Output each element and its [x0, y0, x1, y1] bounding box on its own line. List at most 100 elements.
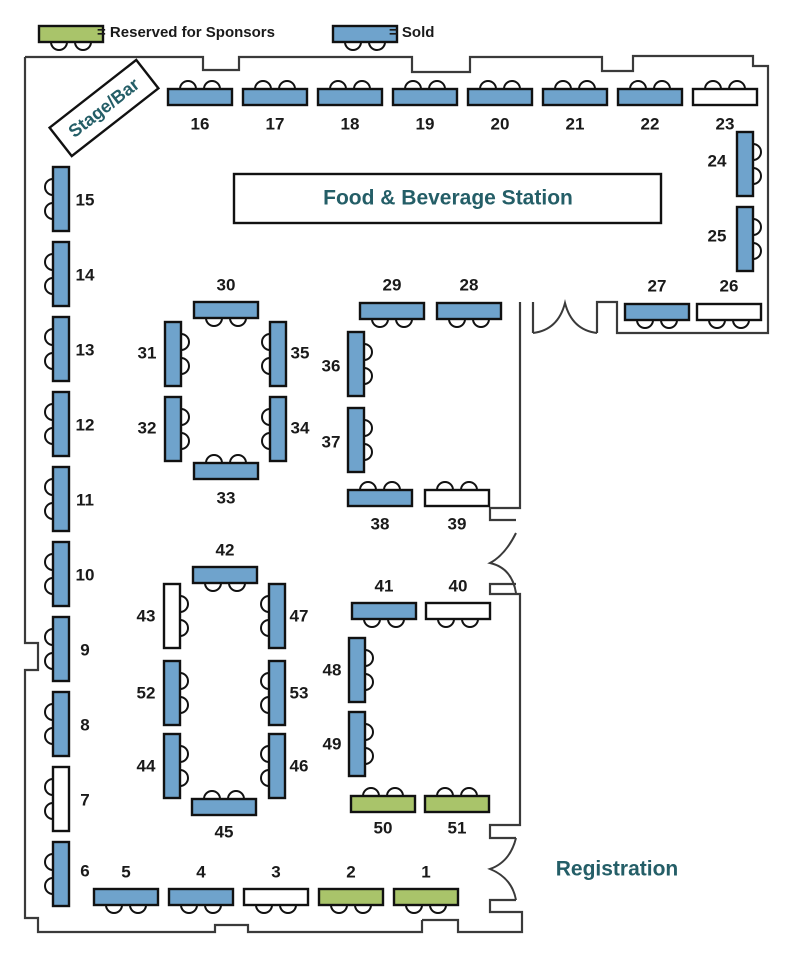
table-33[interactable]: 33	[192, 454, 260, 507]
table-number: 49	[323, 734, 342, 753]
chair-icon	[363, 342, 373, 362]
table-48[interactable]: 48	[323, 636, 374, 704]
food-beverage-station: Food & Beverage Station	[232, 172, 663, 225]
table-2[interactable]: 2	[317, 862, 385, 914]
table-50[interactable]: 50	[349, 787, 417, 837]
table-1[interactable]: 1	[392, 862, 460, 914]
chair-icon	[363, 366, 373, 386]
table-4[interactable]: 4	[167, 862, 235, 914]
table-26[interactable]: 26	[695, 276, 763, 329]
table-number: 48	[323, 660, 342, 679]
table-29[interactable]: 29	[358, 275, 426, 328]
table-number: 47	[290, 606, 309, 625]
chair-icon	[385, 787, 405, 797]
table-number: 14	[76, 265, 95, 284]
table-top	[346, 406, 366, 474]
chair-icon	[228, 317, 248, 327]
table-top	[241, 87, 309, 107]
table-15[interactable]: 15	[44, 165, 95, 233]
table-53[interactable]: 53	[260, 659, 309, 727]
table-top	[190, 797, 258, 817]
table-34[interactable]: 34	[261, 395, 310, 463]
table-51[interactable]: 51	[423, 787, 491, 837]
table-32[interactable]: 32	[138, 395, 190, 463]
table-top	[347, 636, 367, 704]
table-28[interactable]: 28	[435, 275, 503, 328]
table-38[interactable]: 38	[346, 481, 414, 533]
table-20[interactable]: 20	[466, 80, 534, 133]
table-top	[616, 87, 684, 107]
chair-icon	[104, 904, 124, 914]
table-27[interactable]: 27	[623, 276, 691, 329]
table-13[interactable]: 13	[44, 315, 94, 383]
table-47[interactable]: 47	[260, 582, 309, 650]
table-36[interactable]: 36	[322, 330, 373, 398]
table-6[interactable]: 6	[44, 840, 90, 908]
chair-icon	[435, 787, 455, 797]
chair-icon	[261, 407, 271, 427]
legend-swatch-sponsor	[37, 24, 105, 51]
table-number: 52	[137, 683, 156, 702]
table-top	[435, 301, 503, 321]
table-24[interactable]: 24	[708, 130, 762, 198]
table-top	[51, 315, 71, 383]
chair-icon	[459, 787, 479, 797]
chair-icon	[752, 142, 762, 162]
table-42[interactable]: 42	[191, 540, 259, 592]
table-14[interactable]: 14	[44, 240, 95, 308]
door-middle	[487, 532, 517, 594]
table-16[interactable]: 16	[166, 80, 234, 133]
table-3[interactable]: 3	[242, 862, 310, 914]
table-5[interactable]: 5	[92, 862, 160, 914]
chair-icon	[44, 627, 54, 647]
table-number: 15	[76, 190, 95, 209]
chair-icon	[44, 252, 54, 272]
table-top	[51, 540, 71, 608]
table-top	[51, 465, 71, 533]
table-41[interactable]: 41	[350, 576, 418, 628]
table-number: 31	[138, 343, 157, 362]
table-44[interactable]: 44	[137, 732, 189, 800]
table-number: 18	[341, 114, 360, 133]
table-number: 20	[491, 114, 510, 133]
table-19[interactable]: 19	[391, 80, 459, 133]
inner-wall-upper	[488, 302, 535, 522]
table-number: 4	[196, 862, 206, 881]
table-number: 7	[80, 790, 89, 809]
table-25[interactable]: 25	[708, 205, 762, 273]
table-21[interactable]: 21	[541, 80, 609, 133]
table-39[interactable]: 39	[423, 481, 491, 533]
outer-wall	[25, 54, 770, 335]
table-9[interactable]: 9	[44, 615, 90, 683]
table-top	[423, 488, 491, 508]
table-30[interactable]: 30	[192, 275, 260, 327]
table-top	[51, 165, 71, 233]
table-12[interactable]: 12	[44, 390, 94, 458]
table-31[interactable]: 31	[138, 320, 190, 388]
table-46[interactable]: 46	[260, 732, 308, 800]
table-top	[267, 659, 287, 727]
table-17[interactable]: 17	[241, 80, 309, 133]
table-8[interactable]: 8	[44, 690, 90, 758]
table-number: 23	[716, 114, 735, 133]
table-number: 36	[322, 356, 341, 375]
table-top	[735, 130, 755, 198]
table-23[interactable]: 23	[691, 80, 759, 133]
table-22[interactable]: 22	[616, 80, 684, 133]
table-40[interactable]: 40	[424, 576, 492, 628]
chair-icon	[363, 418, 373, 438]
table-number: 35	[291, 343, 310, 362]
table-45[interactable]: 45	[190, 790, 258, 841]
table-37[interactable]: 37	[322, 406, 373, 474]
chair-icon	[227, 582, 247, 592]
table-number: 53	[290, 683, 309, 702]
table-49[interactable]: 49	[323, 710, 374, 778]
table-11[interactable]: 11	[44, 465, 94, 533]
table-43[interactable]: 43	[137, 582, 189, 650]
table-18[interactable]: 18	[316, 80, 384, 133]
table-35[interactable]: 35	[261, 320, 310, 388]
table-7[interactable]: 7	[44, 765, 90, 833]
table-52[interactable]: 52	[137, 659, 189, 727]
table-10[interactable]: 10	[44, 540, 94, 608]
